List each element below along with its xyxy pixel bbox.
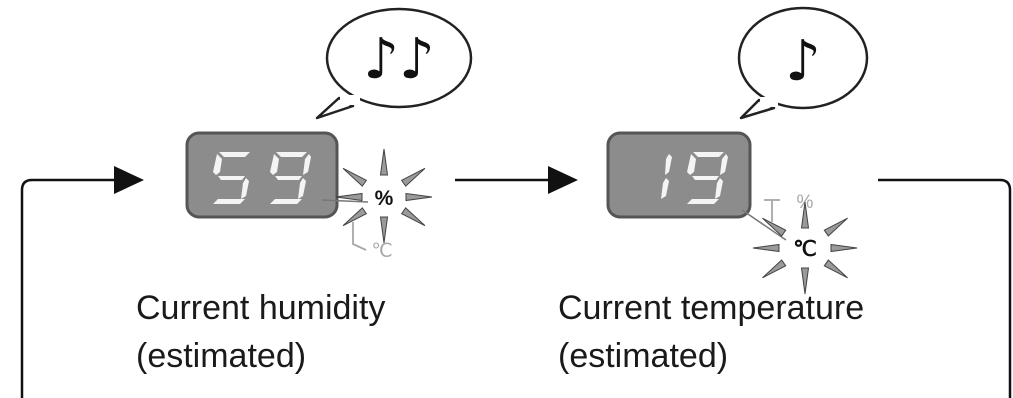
speech-bubble-humidity: ♪♪ — [315, 7, 473, 120]
temperature-caption-line1: Current temperature — [558, 289, 865, 327]
humidity-display: 59 — [185, 131, 339, 219]
digit-one-segments — [661, 154, 672, 199]
cycle-return-arrow — [20, 166, 1012, 398]
humidity-caption-line1: Current humidity — [136, 289, 386, 327]
humidity-unit-celsius: ℃ — [371, 241, 392, 262]
speech-bubble-temperature: ♪ — [737, 6, 869, 120]
digit-nine-segments — [270, 152, 311, 204]
temperature-display: 19 — [606, 131, 752, 219]
temperature-caption: Current temperature (estimated) — [558, 284, 864, 380]
digit-nine-segments — [687, 152, 728, 204]
temperature-caption-line2: (estimated) — [558, 337, 729, 375]
arrow-icon — [455, 166, 578, 194]
humidity-caption: Current humidity (estimated) — [136, 284, 385, 380]
humidity-caption-line2: (estimated) — [136, 337, 307, 375]
digit-five-segments — [213, 152, 250, 204]
music-note-icon: ♪ — [785, 29, 821, 94]
arrow-icon — [114, 166, 144, 194]
music-note-icon: ♪♪ — [363, 27, 434, 92]
temperature-unit-celsius: ℃ — [793, 238, 817, 261]
humidity-unit-percent: % — [375, 187, 394, 210]
